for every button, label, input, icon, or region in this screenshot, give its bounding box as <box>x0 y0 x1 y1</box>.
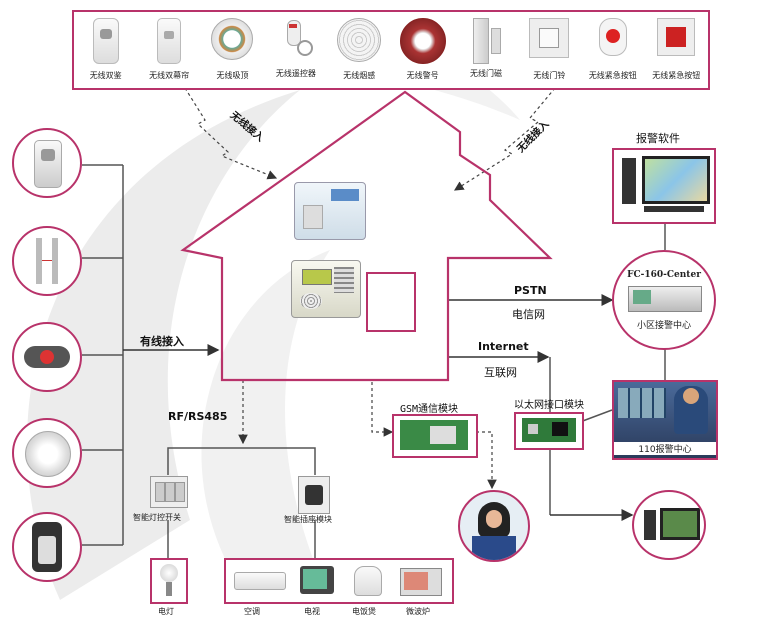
pir-sensor-icon <box>92 18 119 64</box>
appliances-panel <box>224 558 454 604</box>
top-device-label: 无线烟感 <box>343 71 376 80</box>
map-screen <box>642 156 710 204</box>
police-label: 110报警中心 <box>614 442 716 455</box>
emergency-button-icon <box>24 346 70 368</box>
infrared-beam-icon <box>34 238 60 284</box>
socket-module-device <box>298 476 330 514</box>
police-officer-figure <box>674 386 708 434</box>
doorbell-icon <box>529 18 570 58</box>
tv-icon <box>300 566 334 594</box>
computer-icon <box>644 510 656 540</box>
pir-sensor-icon <box>34 140 62 188</box>
wired-sensor-beam <box>12 226 82 296</box>
top-device: 无线遥控器 <box>266 18 326 79</box>
microwave-label: 微波炉 <box>406 607 430 616</box>
top-device: 无线双幕帘 <box>139 18 199 81</box>
alarm-host-top <box>294 182 366 240</box>
gsm-module <box>392 414 478 458</box>
door-contact-icon <box>471 18 502 64</box>
pstn-label: PSTN <box>514 284 547 297</box>
internet-cn-label: 互联网 <box>484 366 517 379</box>
police-center-panel: 110报警中心 <box>612 380 718 460</box>
operator-figure <box>478 502 510 538</box>
top-device-label: 无线门铃 <box>533 71 566 80</box>
smoke-detector-icon <box>337 18 382 62</box>
socket-module-label: 智能插座模块 <box>284 515 332 524</box>
ethernet-label: 以太网接口模块 <box>514 400 584 411</box>
community-center-node: FC-160-Center 小区接警中心 <box>612 250 716 350</box>
cooker-label: 电饭煲 <box>352 607 376 616</box>
outdoor-detector-icon <box>32 522 62 572</box>
cooker-icon <box>354 566 382 596</box>
ceiling-sensor-icon <box>25 431 71 477</box>
top-device-label: 无线遥控器 <box>275 69 316 78</box>
wired-sensor-button <box>12 322 82 392</box>
emergency-button-icon <box>598 18 627 56</box>
top-device-label: 无线紧急按钮 <box>652 71 701 80</box>
lamp-panel <box>150 558 188 604</box>
siren-icon <box>399 18 446 64</box>
wired-sensor-camera <box>12 512 82 582</box>
microwave-icon <box>400 568 442 596</box>
center-name-label: FC-160-Center <box>627 270 701 280</box>
light-switch-device <box>150 476 188 508</box>
top-device: 无线双鉴 <box>76 18 136 81</box>
top-device: 无线门磁 <box>456 18 516 79</box>
control-console-icon <box>628 286 702 312</box>
top-device: 无线烟感 <box>329 18 389 81</box>
tv-label: 电视 <box>304 607 320 616</box>
ethernet-module <box>514 412 584 450</box>
top-device: 无线警号 <box>393 18 453 81</box>
top-device-label: 无线门磁 <box>470 69 503 78</box>
aircon-label: 空调 <box>244 607 260 616</box>
emergency-button-icon <box>657 18 696 56</box>
curtain-sensor-icon <box>157 18 182 64</box>
telecom-label: 电信网 <box>512 308 545 321</box>
wireless-devices-panel: 无线双鉴 无线双幕帘 无线吸顶 无线遥控器 无线烟感 无线警号 无线门磁 无线 <box>72 10 710 90</box>
remote-control-icon <box>283 18 313 58</box>
top-device-label: 无线吸顶 <box>216 71 249 80</box>
wired-sensor-ceiling <box>12 418 82 488</box>
circuit-board-icon <box>400 420 468 450</box>
top-device-label: 无线紧急按钮 <box>588 71 637 80</box>
phone-jack-box <box>366 272 416 332</box>
top-device-label: 无线警号 <box>406 71 439 80</box>
alarm-host-bottom <box>291 260 361 318</box>
top-device-label: 无线双幕帘 <box>149 71 190 80</box>
top-device: 无线吸顶 <box>202 18 262 81</box>
rf-rs485-label: RF/RS485 <box>168 410 228 423</box>
top-device-label: 无线双鉴 <box>89 71 122 80</box>
computer-icon <box>622 158 636 204</box>
alarm-software-label: 报警软件 <box>636 132 680 145</box>
aircon-icon <box>234 572 286 590</box>
top-device: 无线门铃 <box>519 18 579 81</box>
ceiling-sensor-icon <box>211 18 254 60</box>
operator-node <box>458 490 530 562</box>
wired-sensor-pir <box>12 128 82 198</box>
top-device: 无线紧急按钮 <box>583 18 643 81</box>
alarm-software-panel <box>612 148 716 224</box>
lamp-icon <box>160 564 178 582</box>
lamp-label: 电灯 <box>158 607 174 616</box>
circuit-board-icon <box>522 418 576 442</box>
remote-pc-node <box>632 490 706 560</box>
gsm-label: GSM通信模块 <box>400 404 459 415</box>
wired-access-label: 有线接入 <box>140 335 184 348</box>
light-switch-label: 智能灯控开关 <box>133 513 181 522</box>
center-cn-label: 小区接警中心 <box>636 321 691 331</box>
internet-label: Internet <box>478 340 529 353</box>
top-device-list: 无线双鉴 无线双幕帘 无线吸顶 无线遥控器 无线烟感 无线警号 无线门磁 无线 <box>74 12 708 88</box>
top-device: 无线紧急按钮 <box>646 18 706 81</box>
